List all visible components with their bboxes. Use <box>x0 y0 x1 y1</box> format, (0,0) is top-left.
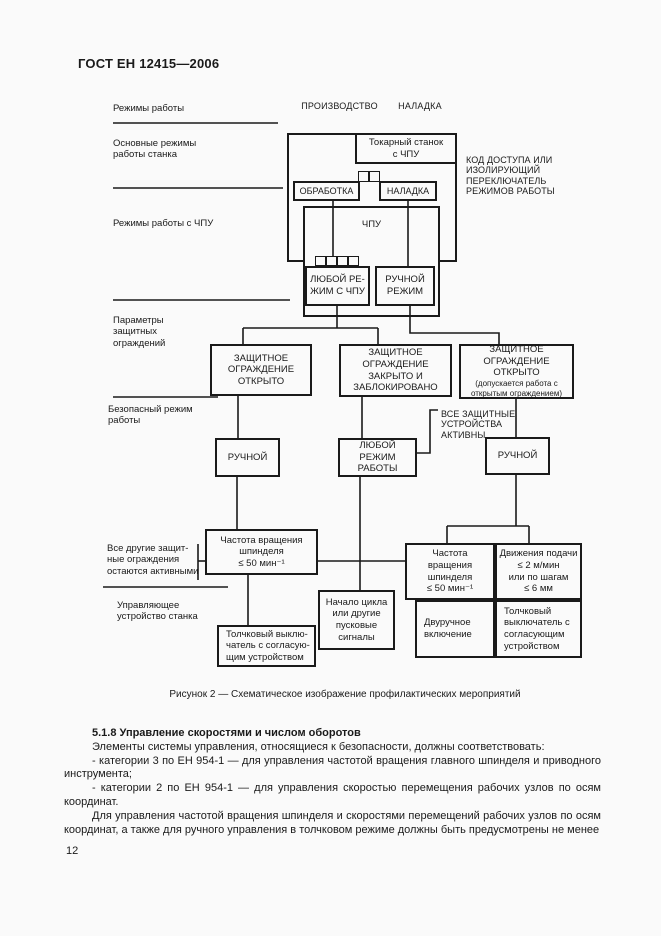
paragraph: Элементы системы управления, относящиеся… <box>92 740 545 753</box>
interlock-contact-icon <box>337 256 348 266</box>
guard-open-allowed-note: (допускается работа с открытым ограждени… <box>470 378 562 398</box>
side-label-guard-params: Параметры защитных ограждений <box>113 315 166 349</box>
column-header-production: ПРОИЗВОДСТВО <box>301 101 378 111</box>
guard-open-allowed-label: ЗАЩИТНОЕ ОГРАЖДЕНИЕ ОТКРЫТО <box>483 344 550 379</box>
interlock-contact-icon <box>315 256 326 266</box>
box-jog-switch: Толчковый выклю- чатель с согласую- щим … <box>217 625 316 667</box>
side-label-safe-mode: Безопасный режим работы <box>108 404 193 427</box>
side-label-control-device: Управляющее устройство станка <box>117 600 198 623</box>
box-lathe-cnc: Токарный станок с ЧПУ <box>355 133 457 164</box>
side-label-basic-modes: Основные режимы работы станка <box>113 138 197 161</box>
annotation-access-code: КОД ДОСТУПА ИЛИ ИЗОЛИРУЮЩИЙ ПЕРЕКЛЮЧАТЕЛ… <box>466 155 555 197</box>
box-manual-right: РУЧНОЙ <box>485 437 550 475</box>
box-spindle-speed: Частота вращения шпинделя ≤ 50 мин⁻¹ <box>205 529 318 575</box>
box-any-cnc-mode: ЛЮБОЙ РЕ- ЖИМ С ЧПУ <box>305 266 370 306</box>
body-text: 5.1.8 Управление скоростями и числом обо… <box>64 727 601 837</box>
box-cycle-start: Начало цикла или другие пусковые сигналы <box>318 590 395 650</box>
interlock-contact-icon <box>326 256 337 266</box>
box-guard-open-allowed: ЗАЩИТНОЕ ОГРАЖДЕНИЕ ОТКРЫТО (допускается… <box>459 344 574 399</box>
mode-switch-contact-icon <box>358 171 369 182</box>
box-feed-motion: Движения подачи ≤ 2 м/мин или по шагам ≤… <box>495 543 582 600</box>
box-setup-mode: НАЛАДКА <box>379 181 437 201</box>
annotation-all-devices-active: ВСЕ ЗАЩИТНЫЕ УСТРОЙСТВА АКТИВНЫ <box>441 409 516 440</box>
standard-number: ГОСТ ЕН 12415—2006 <box>78 56 220 71</box>
section-heading: 5.1.8 Управление скоростями и числом обо… <box>92 727 361 739</box>
side-label-other-guards: Все другие защит- ные ограждения остаютс… <box>107 543 199 577</box>
paragraph: - категории 2 по ЕН 954-1 — для управлен… <box>64 782 601 808</box>
page-number: 12 <box>66 845 79 857</box>
figure-caption: Рисунок 2 — Схематическое изображение пр… <box>169 689 521 700</box>
interlock-contact-icon <box>348 256 359 266</box>
side-label-work-modes: Режимы работы <box>113 103 185 114</box>
box-guard-locked: ЗАЩИТНОЕ ОГРАЖДЕНИЕ ЗАКРЫТО И ЗАБЛОКИРОВ… <box>339 344 452 397</box>
box-manual-mode: РУЧНОЙ РЕЖИМ <box>375 266 435 306</box>
paragraph: - категории 3 по ЕН 954-1 — для управлен… <box>64 754 601 781</box>
box-manual-left: РУЧНОЙ <box>215 438 280 477</box>
paragraph: Для управления частотой вращения шпиндел… <box>64 809 601 836</box>
box-spindle-speed-small: Частота вращения шпинделя ≤ 50 мин⁻¹ <box>405 543 495 600</box>
box-jog-switch-2: Толчковый выключатель с согласующим устр… <box>495 600 582 658</box>
column-header-setup: НАЛАДКА <box>398 101 442 111</box>
box-any-work-mode: ЛЮБОЙ РЕЖИМ РАБОТЫ <box>338 438 417 477</box>
mode-switch-contact-icon <box>369 171 380 182</box>
box-two-hand-control: Двуручное включение <box>415 600 495 658</box>
box-guard-open: ЗАЩИТНОЕ ОГРАЖДЕНИЕ ОТКРЫТО <box>210 344 312 396</box>
side-label-cnc-modes: Режимы работы с ЧПУ <box>113 218 214 229</box>
box-processing-mode: ОБРАБОТКА <box>293 181 360 201</box>
